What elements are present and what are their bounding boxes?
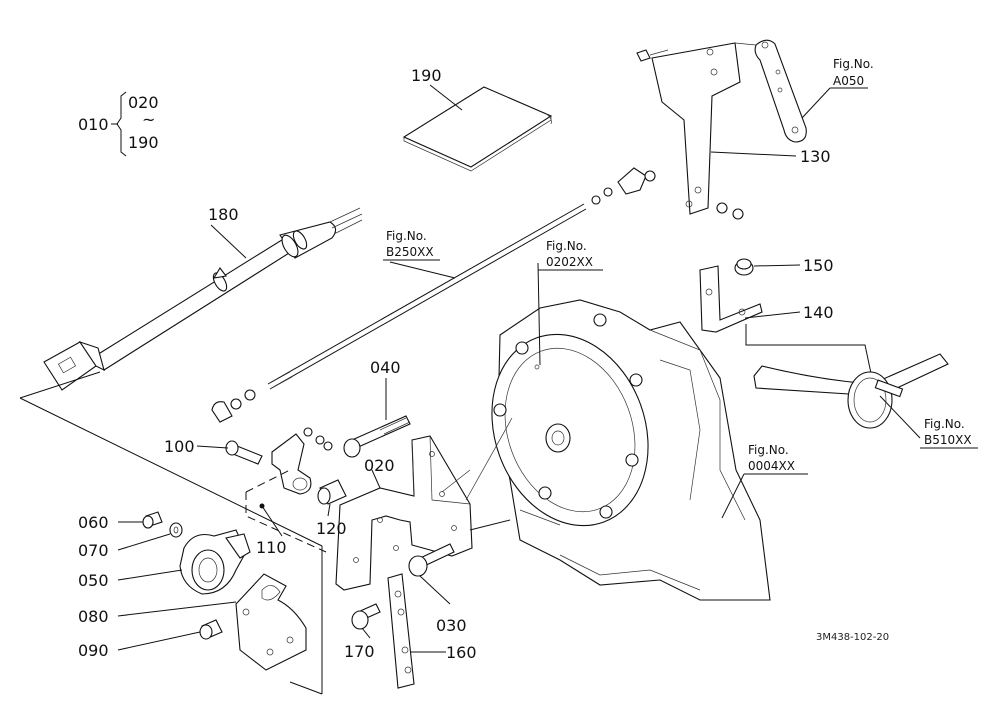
fig-ref-A050: Fig.No. A050 [801,57,874,119]
label-020: 020 [364,456,395,475]
hose-B510XX: Fig.No. B510XX [753,353,978,449]
fig-B250XX-label: Fig.No. [386,229,427,243]
label-150: 150 [803,256,834,275]
label-070: 070 [78,541,109,560]
label-090: 090 [78,641,109,660]
label-010: 010 [78,115,109,134]
part-050-sensor: 050 [78,529,251,595]
fig-A050-label: Fig.No. [833,57,874,71]
part-190-manual: 190 [402,66,553,172]
engine-housing: Fig.No. 0202XX Fig.No. 0004XX [491,239,808,601]
part-150-bolt: 150 [734,256,834,276]
range-brace [116,91,127,157]
label-030: 030 [436,616,467,635]
label-170: 170 [344,642,375,661]
label-tilde: ~ [142,110,155,129]
label-100: 100 [164,437,195,456]
part-140-bracket: 140 [699,265,873,379]
label-050: 050 [78,571,109,590]
fig-0004XX-number: 0004XX [748,459,795,473]
part-070-washer: 070 [78,522,183,560]
outline-plate-link [469,519,511,531]
part-170-bolt: 170 [344,603,381,661]
label-040: 040 [370,358,401,377]
outline-diagonal [19,397,323,547]
outline-bottom [289,681,323,695]
outline-top [19,371,101,399]
label-110: 110 [256,538,287,557]
drawing-code: 3M438-102-20 [816,632,889,643]
fig-0004XX-label: Fig.No. [748,443,789,457]
part-110-lever: 110 [245,427,333,557]
label-120: 120 [316,519,347,538]
part-040-bolt: 040 [343,358,411,458]
fig-B510XX-number: B510XX [924,433,972,447]
assembly-range: 010 020 ~ 190 [78,91,159,157]
fig-A050-number: A050 [833,74,864,88]
part-130-bracket: 130 [636,39,831,220]
rod-B250XX: Fig.No. B250XX [211,167,656,423]
fig-0202XX-label: Fig.No. [546,239,587,253]
part-060-screw: 060 [78,511,163,532]
part-090-bolt: 090 [78,619,223,660]
part-080-bracket: 080 [78,573,307,671]
label-130: 130 [800,147,831,166]
part-030-bolt: 030 [408,543,467,635]
part-160-strip: 160 [387,573,477,689]
fig-B250XX-number: B250XX [386,245,434,259]
label-020-range: 020 [128,93,159,112]
part-180-cable: 180 [43,205,363,391]
fig-B510XX-label: Fig.No. [924,417,965,431]
label-160: 160 [446,643,477,662]
label-180: 180 [208,205,239,224]
label-190: 190 [411,66,442,85]
fig-0202XX-number: 0202XX [546,255,593,269]
part-100-pin: 100 [164,437,263,465]
label-140: 140 [803,303,834,322]
part-120-collar: 120 [316,479,347,538]
label-190-range: 190 [128,133,159,152]
label-060: 060 [78,513,109,532]
label-080: 080 [78,607,109,626]
